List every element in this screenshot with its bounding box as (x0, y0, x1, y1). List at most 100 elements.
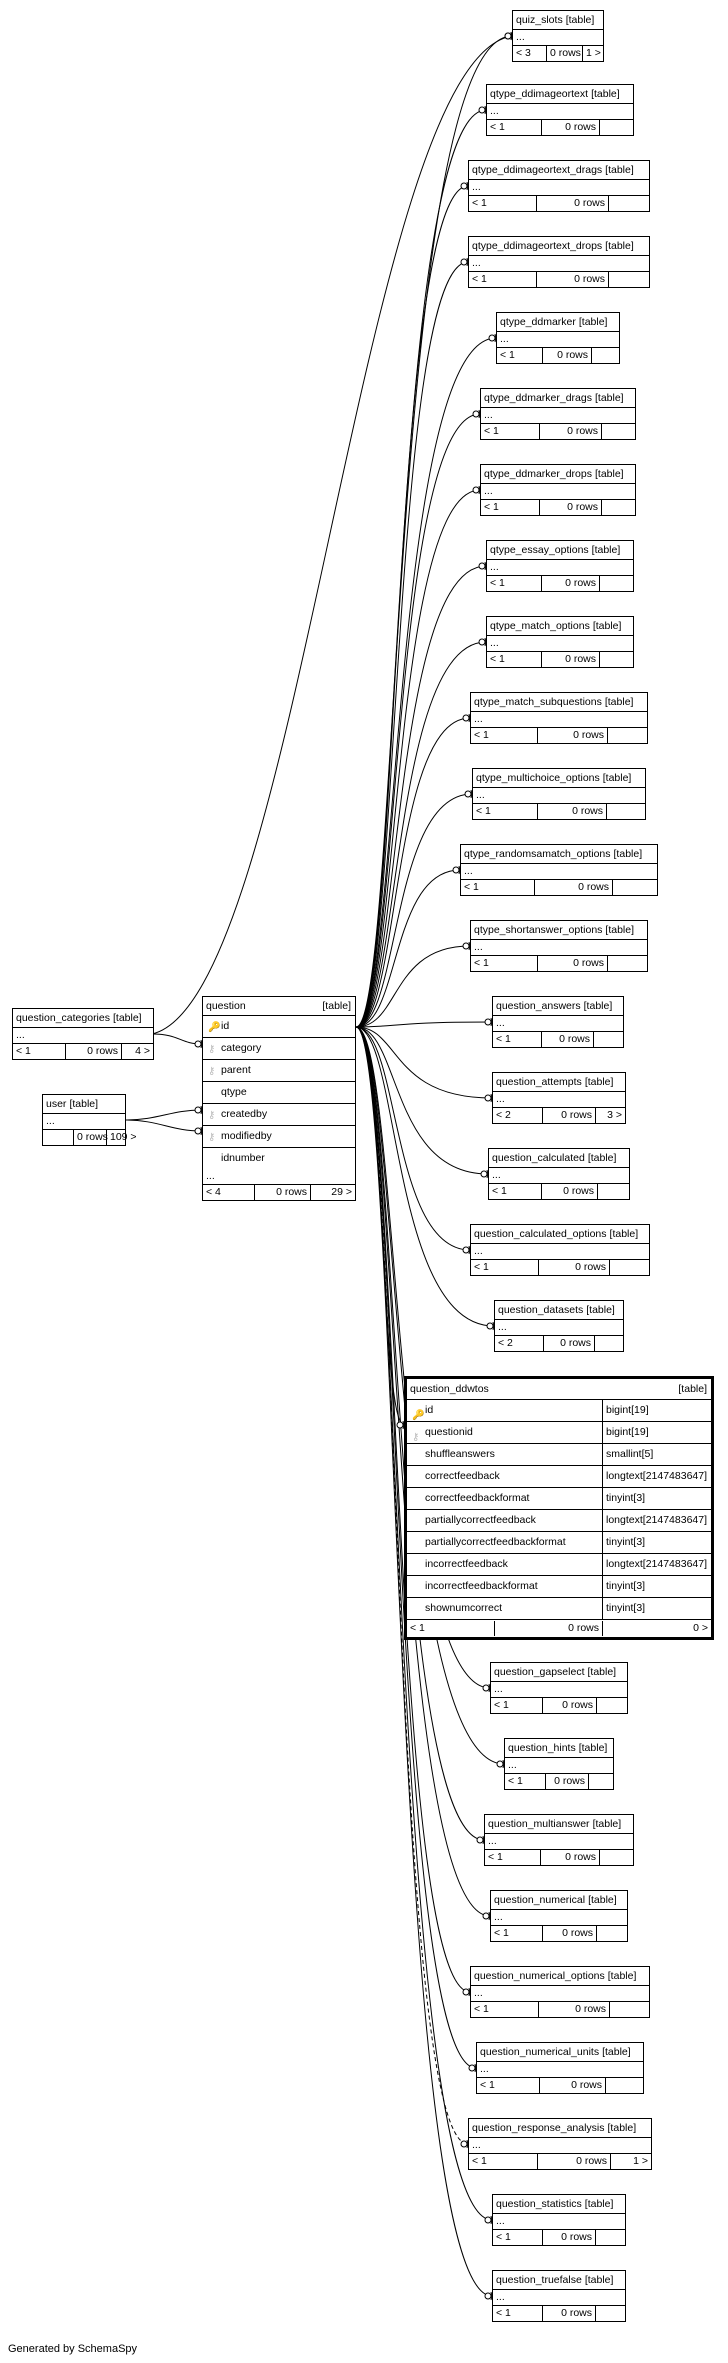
parents-link[interactable]: < 1 (487, 120, 542, 135)
children-link[interactable]: 29 > (331, 1186, 352, 1198)
parents-link[interactable]: < 1 (471, 1260, 539, 1275)
children-link[interactable] (600, 576, 633, 591)
column-row[interactable]: ⚷createdby (203, 1104, 355, 1126)
column-row[interactable]: ⚷modifiedby (203, 1126, 355, 1148)
children-link[interactable] (607, 804, 645, 819)
parents-link[interactable]: < 1 (485, 1850, 541, 1865)
parents-link[interactable]: < 1 (469, 196, 537, 211)
parents-link[interactable]: < 1 (471, 728, 538, 743)
column-row[interactable]: ⚷parent (203, 1060, 355, 1082)
parents-link[interactable]: < 1 (487, 576, 542, 591)
children-link[interactable]: 4 > (135, 1045, 150, 1057)
parents-link[interactable]: < 1 (493, 2306, 543, 2321)
parents-link[interactable]: < 1 (471, 2002, 539, 2017)
children-link[interactable] (610, 2002, 649, 2017)
children-link[interactable] (589, 1774, 613, 1789)
children-link[interactable]: 3 > (607, 1109, 622, 1121)
parents-link[interactable]: < 1 (481, 424, 540, 439)
parents-link[interactable]: < 1 (493, 2230, 543, 2245)
children-link[interactable] (600, 652, 633, 667)
parents-link[interactable]: < 1 (497, 348, 543, 363)
parents-link[interactable]: < 4 (203, 1185, 255, 1200)
children-link[interactable] (609, 196, 649, 211)
column-row[interactable]: qtype (203, 1082, 355, 1104)
children-link[interactable]: 0 > (693, 1622, 708, 1634)
children-link[interactable] (608, 728, 647, 743)
children-link[interactable]: 1 > (586, 47, 601, 59)
children-link[interactable] (595, 1336, 623, 1351)
parents-link[interactable]: < 1 (13, 1044, 66, 1059)
children-link[interactable] (608, 956, 647, 971)
children-link[interactable]: 109 > (110, 1131, 137, 1143)
children-link[interactable] (600, 1850, 633, 1865)
children-link[interactable] (600, 120, 633, 135)
children-link[interactable] (609, 272, 649, 287)
column-row[interactable]: idnumber (203, 1148, 355, 1169)
parents-link[interactable]: < 1 (407, 1621, 495, 1636)
parents-link[interactable]: < 1 (491, 1926, 543, 1941)
parents-link[interactable]: < 2 (493, 1108, 543, 1123)
parents-link[interactable]: < 1 (487, 652, 542, 667)
parents-link[interactable]: < 1 (493, 1032, 542, 1047)
children-link[interactable] (613, 880, 657, 895)
children-link[interactable]: 1 > (633, 2155, 648, 2167)
parents-link[interactable]: < 1 (471, 956, 538, 971)
parents-link[interactable]: < 2 (495, 1336, 544, 1351)
column-row[interactable]: 🔑id (203, 1016, 355, 1038)
parents-link[interactable]: < 3 (513, 46, 547, 61)
children-link[interactable] (598, 1184, 629, 1199)
children-link[interactable] (597, 1698, 627, 1713)
parents-link[interactable] (43, 1130, 74, 1145)
children-link[interactable] (597, 1926, 627, 1941)
parents-link[interactable]: < 1 (469, 272, 537, 287)
parents-link[interactable]: < 1 (491, 1698, 543, 1713)
parents-link[interactable]: < 1 (461, 880, 535, 895)
children-link[interactable] (592, 348, 619, 363)
children-link[interactable] (602, 424, 635, 439)
parents-link[interactable]: < 1 (489, 1184, 542, 1199)
children-link[interactable] (602, 500, 635, 515)
children-link[interactable] (606, 2078, 643, 2093)
table-qtype-randomsamatch-options[interactable]: qtype_randomsamatch_options[table]...< 1… (460, 844, 658, 896)
table-question-calculated-options[interactable]: question_calculated_options[table]...< 1… (470, 1224, 650, 1276)
children-link[interactable] (610, 1260, 649, 1275)
children-link[interactable] (594, 1032, 623, 1047)
column-row[interactable]: ⚷category (203, 1038, 355, 1060)
parents-link[interactable]: < 1 (481, 500, 540, 515)
